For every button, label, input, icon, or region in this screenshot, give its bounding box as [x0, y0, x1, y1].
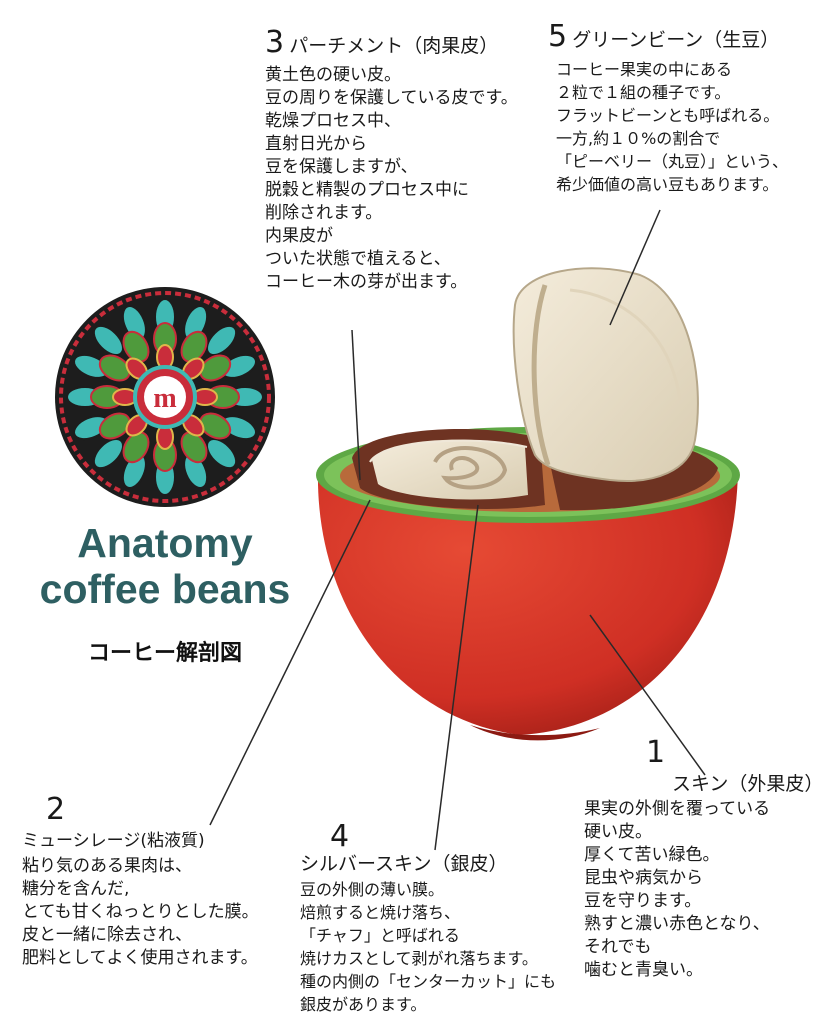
- cherry-half: [316, 427, 740, 741]
- description-line: 内果皮が: [265, 226, 333, 246]
- description-line: 銀皮があります。: [300, 995, 427, 1014]
- part-heading: ミューシレージ(粘液質): [22, 831, 205, 851]
- mandala-petal: [98, 354, 131, 382]
- description-line: 黄土色の硬い皮。: [265, 65, 401, 85]
- part-number: 2: [46, 792, 66, 827]
- description-line: コーヒー木の芽が出ます。: [265, 272, 468, 292]
- description-line: 希少価値の高い豆もあります。: [556, 175, 779, 194]
- description-line: それでも: [584, 937, 652, 957]
- leader-line-mucilage: [209, 499, 371, 826]
- title-line-1: Anatomy: [77, 520, 253, 566]
- mandala-petal: [199, 412, 232, 440]
- part-description: 黄土色の硬い皮。 豆の周りを保護している皮です。 乾燥プロセス中、 直射日光から…: [265, 64, 518, 294]
- description-line: 種の内側の「センターカット」にも: [300, 972, 557, 991]
- mandala-petal: [92, 324, 124, 356]
- mandala-petal: [206, 438, 238, 470]
- part-description: 豆の外側の薄い膜。 焙煎すると焼け落ち、 「チャフ」と呼ばれる 焼けカスとして剥…: [300, 878, 556, 1016]
- part-number: 5: [548, 19, 568, 54]
- description-line: フラットビーンとも呼ばれる。: [556, 106, 780, 125]
- mandala-logo: m: [55, 287, 275, 507]
- leader-lines: [209, 209, 706, 851]
- label-skin: 1 スキン（外果皮） 果実の外側を覆っている 硬い皮。 厚くて苦い緑色。 昆虫や…: [584, 738, 823, 982]
- description-line: 削除されます。: [265, 203, 383, 223]
- page-title: Anatomy coffee beans: [0, 520, 330, 612]
- mandala-petal: [180, 330, 208, 363]
- description-line: ２粒で１組の種子です。: [556, 83, 731, 102]
- description-line: 「チャフ」と呼ばれる: [300, 926, 460, 945]
- part-number: 4: [330, 819, 350, 854]
- description-line: 豆の周りを保護している皮です。: [265, 88, 518, 108]
- title-line-2: coffee beans: [39, 566, 291, 612]
- part-description: 粘り気のある果肉は、 糖分を含んだ, とても甘くねっとりとした膜。 皮と一緒に除…: [22, 855, 259, 970]
- description-line: 粘り気のある果肉は、: [22, 856, 192, 876]
- mandala-petal: [122, 330, 150, 363]
- description-line: 豆を保護しますが、: [265, 157, 418, 177]
- description-line: 一方,約１０%の割合で: [556, 129, 721, 148]
- part-number: 1: [646, 735, 666, 770]
- description-line: 直射日光から: [265, 134, 367, 154]
- description-line: ついた状態で植えると、: [265, 249, 451, 269]
- green-bean: [512, 267, 699, 482]
- mandala-petal: [206, 324, 238, 356]
- description-line: 焙煎すると焼け落ち、: [300, 903, 461, 922]
- mandala-petal: [92, 438, 124, 470]
- description-line: 糖分を含んだ,: [22, 879, 130, 899]
- description-line: コーヒー果実の中にある: [556, 60, 733, 79]
- mandala-petal: [199, 354, 232, 382]
- part-number: 3: [265, 25, 285, 60]
- description-line: 皮と一緒に除去され、: [22, 925, 193, 945]
- description-line: 噛むと青臭い。: [584, 960, 703, 980]
- part-heading: グリーンビーン（生豆）: [572, 29, 780, 51]
- description-line: 肥料としてよく使用されます。: [22, 948, 258, 968]
- description-line: 厚くて苦い緑色。: [584, 845, 720, 865]
- description-line: 硬い皮。: [584, 822, 652, 842]
- part-description: コーヒー果実の中にある ２粒で１組の種子です。 フラットビーンとも呼ばれる。 一…: [556, 58, 788, 196]
- description-line: 焼けカスとして剥がれ落ちます。: [300, 949, 538, 968]
- label-greenbean: 5 グリーンビーン（生豆） コーヒー果実の中にある ２粒で１組の種子です。 フラ…: [548, 22, 788, 196]
- description-line: 昆虫や病気から: [584, 868, 703, 888]
- mandala-petal: [122, 431, 150, 464]
- part-heading: パーチメント（肉果皮）: [289, 35, 499, 57]
- mandala-petal: [98, 412, 131, 440]
- leader-line-skin: [589, 614, 706, 776]
- part-description: 果実の外側を覆っている 硬い皮。 厚くて苦い緑色。 昆虫や病気から 豆を守ります…: [584, 798, 823, 982]
- leader-line-silverskin: [434, 504, 479, 851]
- mandala-petal: [180, 431, 208, 464]
- logo-letter: m: [153, 383, 176, 414]
- description-line: 豆の外側の薄い膜。: [300, 880, 445, 899]
- part-heading: スキン（外果皮）: [672, 773, 824, 795]
- description-line: 豆を守ります。: [584, 891, 702, 911]
- label-mucilage: 2 ミューシレージ(粘液質) 粘り気のある果肉は、 糖分を含んだ, とても甘くね…: [22, 795, 259, 970]
- description-line: 「ピーベリー（丸豆）」という、: [556, 152, 789, 171]
- leader-line-parchment: [351, 329, 361, 481]
- part-heading: シルバースキン（銀皮）: [300, 853, 508, 875]
- description-line: とても甘くねっとりとした膜。: [22, 902, 259, 922]
- page-subtitle: コーヒー解剖図: [87, 641, 242, 666]
- description-line: 脱穀と精製のプロセス中に: [265, 180, 469, 200]
- label-parchment: 3 パーチメント（肉果皮） 黄土色の硬い皮。 豆の周りを保護している皮です。 乾…: [265, 28, 518, 294]
- leader-line-greenbean: [609, 209, 661, 326]
- label-silverskin: 4 シルバースキン（銀皮） 豆の外側の薄い膜。 焙煎すると焼け落ち、 「チャフ」…: [300, 822, 556, 1016]
- description-line: 熟すと濃い赤色となり、: [584, 914, 770, 934]
- description-line: 果実の外側を覆っている: [584, 799, 771, 819]
- description-line: 乾燥プロセス中、: [265, 111, 401, 131]
